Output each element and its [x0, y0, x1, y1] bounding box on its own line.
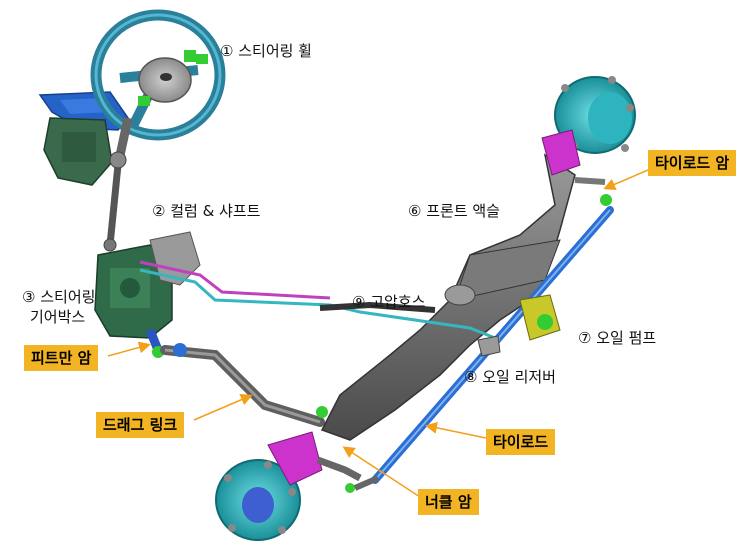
leader-arrows — [107, 169, 649, 498]
near-hub-graphic — [215, 431, 362, 541]
callout-tie-rod-arm: 타이로드 암 — [648, 150, 737, 176]
column-support — [43, 117, 113, 186]
label-oil-pump: ⑦ 오일 펌프 — [578, 329, 657, 347]
callout-pitman-arm: 피트만 암 — [24, 345, 99, 371]
steering-wheel-graphic — [90, 9, 226, 141]
far-hub-graphic — [541, 76, 636, 206]
label-steering-wheel: ① 스티어링 휠 — [220, 42, 312, 60]
label-column-shaft: ② 컬럼 & 샤프트 — [152, 202, 261, 220]
hoses-graphic — [139, 260, 501, 342]
label-oil-reservoir: ⑧ 오일 리저버 — [464, 368, 556, 386]
callout-knuckle-arm: 너클 암 — [418, 489, 479, 515]
oil-pump-graphic — [519, 294, 561, 341]
label-gearbox-line1: ③ 스티어링 — [22, 288, 96, 306]
drag-link-graphic — [160, 343, 328, 427]
label-high-pressure-hose: ⑨ 고압호스 — [352, 293, 426, 311]
callout-drag-link: 드래그 링크 — [96, 412, 185, 438]
oil-reservoir-graphic — [477, 335, 501, 357]
label-gearbox-line2: 기어박스 — [30, 308, 86, 326]
label-front-axle: ⑥ 프론트 액슬 — [408, 202, 500, 220]
steering-column-graphic — [103, 117, 133, 252]
callout-tie-rod: 타이로드 — [486, 429, 556, 455]
